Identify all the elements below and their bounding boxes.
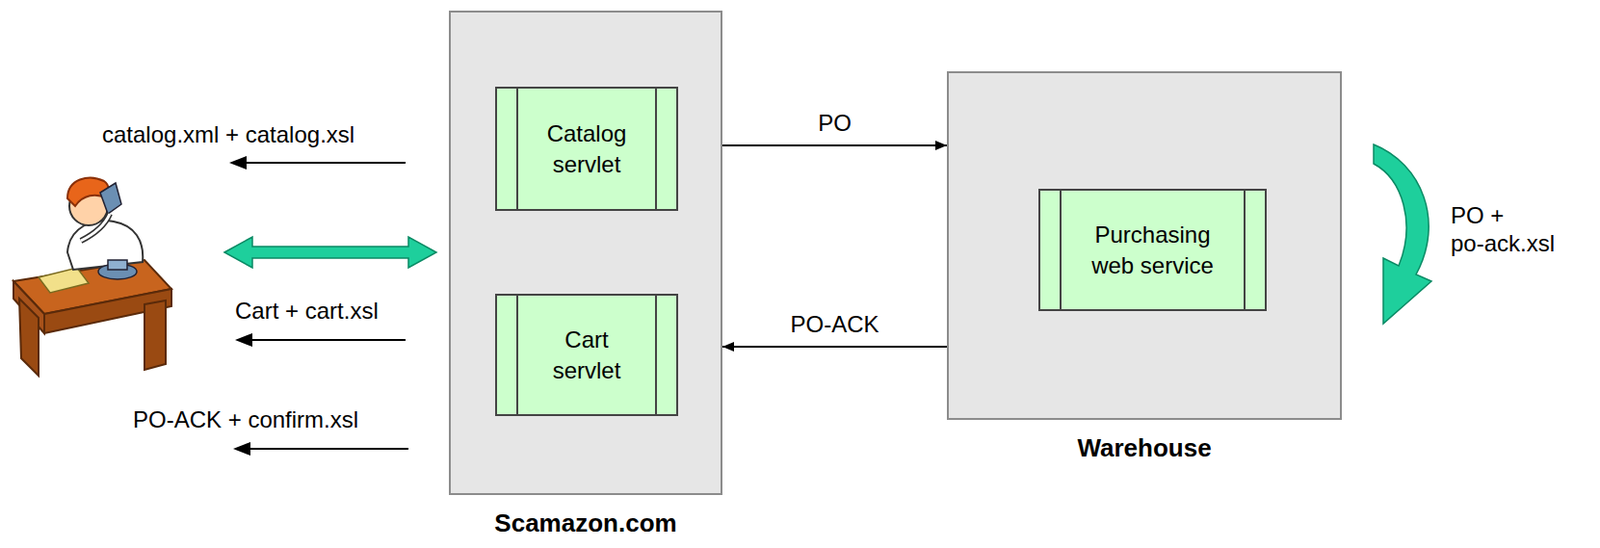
servlet-box: Catalog servlet	[495, 86, 679, 211]
flow-label: PO-ACK + confirm.xsl	[132, 406, 359, 435]
user-arrows	[224, 156, 437, 456]
warehouse-container: WarehousePurchasing web service	[946, 71, 1342, 420]
message-label: PO-ACK	[786, 311, 882, 340]
side-panel	[1243, 190, 1265, 310]
container-heading: Scamazon.com	[450, 508, 721, 539]
site-container: Scamazon.comCatalog servletCart servlet	[448, 10, 723, 496]
curved-arrow	[1373, 144, 1432, 324]
container-heading: Warehouse	[948, 433, 1340, 464]
side-panel	[497, 295, 519, 415]
side-panel	[1040, 190, 1062, 310]
servlet-box: Cart servlet	[495, 293, 679, 417]
message-arrow	[722, 345, 947, 348]
side-panel	[655, 295, 677, 415]
flow-label: PO + po-ack.xsl	[1450, 202, 1586, 259]
side-panel	[655, 88, 677, 210]
flow-label: Cart + cart.xsl	[235, 297, 379, 326]
message-label: PO	[814, 109, 855, 138]
person-at-desk	[13, 178, 172, 376]
message-arrow	[722, 144, 947, 147]
box-label: Purchasing web service	[1080, 219, 1226, 280]
service-box: Purchasing web service	[1038, 188, 1267, 312]
box-label: Cart servlet	[532, 324, 641, 385]
side-panel	[497, 88, 519, 210]
flow-label: catalog.xml + catalog.xsl	[102, 121, 355, 150]
box-label: Catalog servlet	[532, 118, 641, 179]
